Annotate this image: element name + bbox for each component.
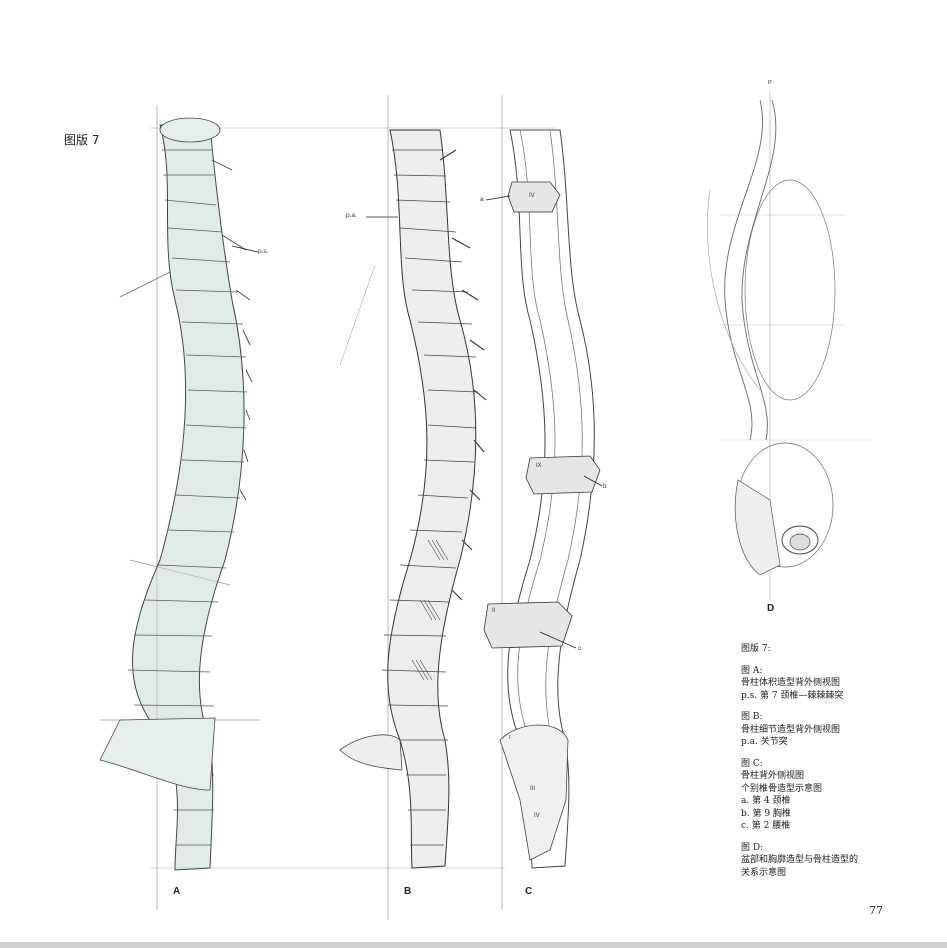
figure-c-label: C bbox=[525, 886, 533, 897]
figure-d-thorax-pelvis bbox=[707, 90, 870, 600]
roman-iii: III bbox=[530, 786, 536, 792]
figure-a-label: A bbox=[173, 886, 181, 897]
caption-b-line1: 骨柱细节造型背外侧视图 bbox=[741, 724, 841, 735]
caption-d-title: 图 D: bbox=[741, 842, 764, 853]
caption-c-line3: a. 第 4 颈椎 bbox=[741, 796, 791, 806]
caption-a-line1: 骨柱体积造型背外侧视图 bbox=[741, 678, 841, 688]
figure-a-spine-volume bbox=[99, 105, 505, 910]
caption-c-line4: b. 第 9 胸椎 bbox=[741, 808, 791, 819]
caption-a-line2: p.s. 第 7 颈椎—棘棘棘突 bbox=[741, 690, 844, 701]
caption-c-title: 图 C: bbox=[741, 758, 763, 769]
figure-c-spine-outline bbox=[483, 95, 603, 910]
annotation-b: b bbox=[603, 483, 607, 490]
figure-b-spine-detail bbox=[339, 95, 487, 920]
caption-b-line2: p.a. 关节突 bbox=[741, 737, 788, 747]
annotation-pa: p.a. bbox=[346, 212, 357, 219]
caption-a-title: 图 A: bbox=[741, 665, 763, 676]
roman-i: I bbox=[509, 735, 511, 741]
plate-title: 图版 7 bbox=[64, 133, 100, 147]
caption-d-line2: 关系示意图 bbox=[741, 867, 787, 878]
caption-c-line5: c. 第 2 腰椎 bbox=[741, 821, 791, 831]
annotation-p: P bbox=[768, 80, 772, 86]
caption-d-line1: 盆部和胸廓造型与骨柱造型的 bbox=[741, 855, 859, 865]
caption-c-line2: 个别椎骨造型示意图 bbox=[741, 783, 823, 794]
caption-b-title: 图 B: bbox=[741, 712, 763, 722]
roman-ii: II bbox=[492, 608, 496, 614]
roman-iv-sacrum: IV bbox=[534, 813, 540, 819]
page-number: 77 bbox=[869, 904, 883, 917]
annotation-c: c bbox=[578, 645, 582, 652]
page-bottom-edge bbox=[0, 942, 947, 948]
plate-caption: 图版 7: 图 A: 骨柱体积造型背外侧视图 p.s. 第 7 颈椎—棘棘棘突 … bbox=[741, 643, 921, 888]
roman-iv: IV bbox=[529, 193, 535, 199]
annotation-a: a bbox=[480, 196, 484, 203]
figure-d-label: D bbox=[767, 603, 775, 614]
figure-b-label: B bbox=[404, 886, 412, 897]
roman-ix: IX bbox=[536, 463, 542, 469]
caption-c-line1: 骨柱背外侧视图 bbox=[741, 771, 805, 781]
annotation-ps: p.s. bbox=[258, 248, 269, 255]
caption-heading: 图版 7: bbox=[741, 644, 771, 654]
